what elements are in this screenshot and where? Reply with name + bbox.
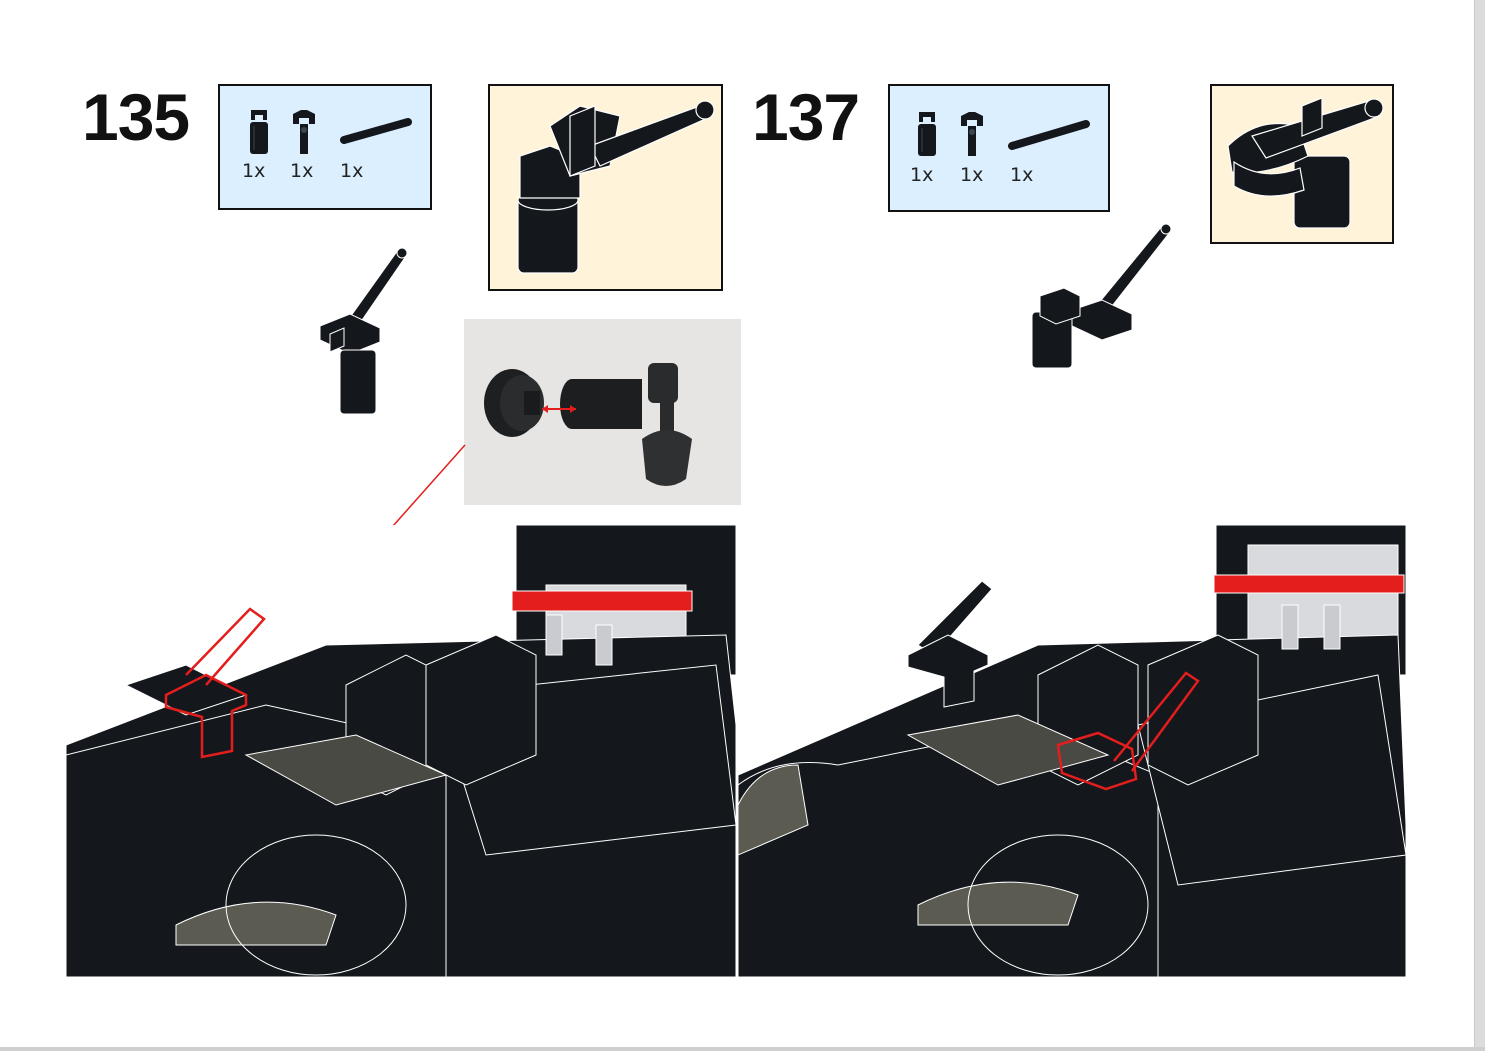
parts-list-137: 1x 1x 1x: [888, 84, 1110, 212]
bar-holder-clip-icon: [293, 110, 315, 154]
callout-137: [1210, 84, 1394, 244]
assembly-detail-image: [517, 100, 715, 274]
clip-part-icon: [918, 112, 936, 156]
callout-135: [488, 84, 723, 291]
page-edge: [1474, 0, 1485, 1051]
bar-holder-clip-icon: [961, 112, 983, 156]
step-135-assembly-image: [319, 247, 408, 415]
part-qty: 1x: [910, 164, 934, 186]
clip-part-icon: [250, 110, 268, 154]
page-bottom-edge: [0, 1047, 1485, 1051]
connection-photo-image: [464, 319, 741, 505]
step-number-137: 137: [752, 80, 860, 154]
part-qty: 1x: [242, 160, 266, 182]
car-assembly-image: [738, 525, 1406, 977]
photo-inset: [464, 319, 741, 505]
part-qty: 1x: [1010, 164, 1034, 186]
step-138-render: [738, 525, 1406, 977]
part-qty: 1x: [960, 164, 984, 186]
bar-part-icon: [1008, 120, 1090, 150]
car-assembly-image: [66, 525, 736, 977]
step-137-assembly-image: [1031, 223, 1172, 369]
part-qty: 1x: [290, 160, 314, 182]
parts-list-135: 1x 1x 1x: [218, 84, 432, 210]
bar-part-icon: [340, 118, 412, 144]
step-number-135: 135: [82, 80, 190, 154]
part-qty: 1x: [340, 160, 364, 182]
step-136-render: [66, 525, 736, 977]
assembly-detail-image: [1227, 97, 1384, 229]
